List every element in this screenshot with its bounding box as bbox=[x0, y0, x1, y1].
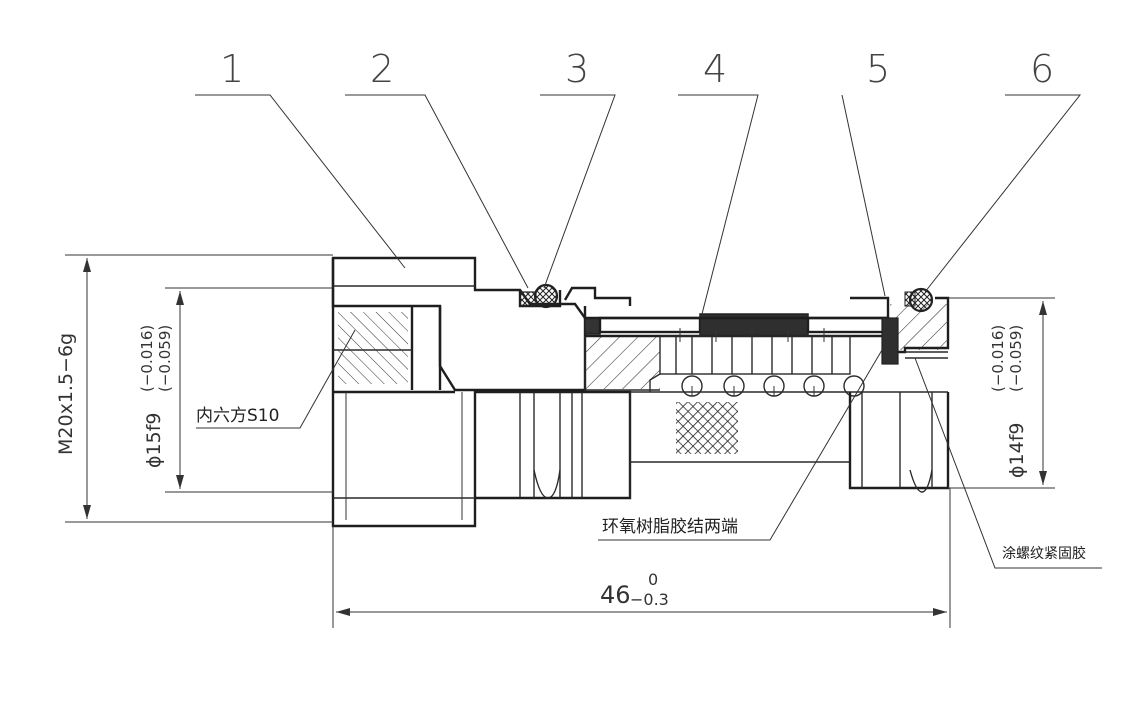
epoxy-leader bbox=[598, 349, 883, 541]
part-5-end-cap bbox=[848, 296, 950, 493]
dia-left-tol-upper: (−0.016) bbox=[138, 325, 156, 392]
dim-dia-right bbox=[948, 297, 1055, 489]
dia-right-tol-lower: (−0.059) bbox=[1007, 325, 1025, 392]
length-tol-upper: 0 bbox=[648, 570, 658, 589]
hex-socket-note: 内六方S10 bbox=[196, 406, 279, 426]
threadlock-note: 涂螺纹紧固胶 bbox=[1002, 545, 1086, 562]
part-number-3: 3 bbox=[565, 47, 589, 91]
part-1-fitting-body bbox=[331, 256, 587, 528]
length-value: 46 bbox=[600, 581, 631, 609]
epoxy-note: 环氧树脂胶结两端 bbox=[602, 517, 738, 537]
part-number-1: 1 bbox=[220, 47, 244, 91]
part-number-2: 2 bbox=[370, 47, 394, 91]
part-3-o-ring-left bbox=[533, 283, 632, 309]
dim-length bbox=[332, 488, 951, 628]
dia-right-tol-upper: (−0.016) bbox=[989, 325, 1007, 392]
threadlock-leader bbox=[914, 357, 1102, 569]
part-number-4: 4 bbox=[703, 47, 727, 91]
thread-spec: M20x1.5−6g bbox=[55, 333, 77, 455]
part-number-5: 5 bbox=[866, 47, 890, 91]
ring-stack bbox=[649, 328, 865, 454]
dim-thread bbox=[65, 254, 333, 523]
part-4-sleeve bbox=[583, 306, 890, 391]
part-number-6: 6 bbox=[1030, 47, 1054, 91]
part-6-o-ring-right bbox=[904, 287, 934, 313]
hex-socket-leader bbox=[196, 329, 356, 429]
shaft-left-lower bbox=[475, 390, 850, 500]
dia-left-label: ϕ15f9 bbox=[143, 413, 165, 469]
length-tol-lower: −0.3 bbox=[630, 590, 669, 609]
leader-lines bbox=[195, 94, 1082, 315]
dim-dia-left bbox=[165, 287, 333, 493]
dia-left-tol-lower: (−0.059) bbox=[156, 325, 174, 392]
dia-right-label: ϕ14f9 bbox=[1006, 423, 1028, 479]
